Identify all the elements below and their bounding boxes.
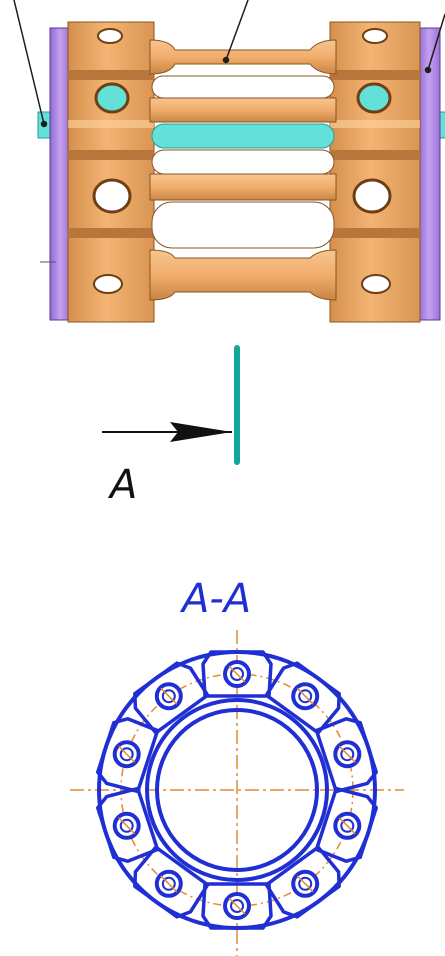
bolt-hole-hatch bbox=[228, 897, 246, 915]
bolt-hole-hatch bbox=[228, 665, 246, 683]
section-marker: A bbox=[102, 345, 240, 508]
bolt-hole-hatch bbox=[338, 745, 356, 763]
bolt-hole-hatch bbox=[160, 875, 178, 893]
bolt-hole-inner bbox=[340, 818, 355, 833]
isometric-part-view bbox=[13, 0, 445, 323]
bolt-hole-inner bbox=[161, 689, 176, 704]
bolt-hole-inner bbox=[119, 747, 134, 762]
bolt-hole-inner bbox=[298, 876, 313, 891]
leader-lines bbox=[13, 0, 445, 128]
bolt-hole-inner bbox=[230, 667, 244, 681]
bolt-hole-hatch bbox=[160, 687, 178, 705]
end-plate-left bbox=[49, 27, 71, 321]
block-holes bbox=[92, 28, 392, 294]
section-label: A-A bbox=[179, 576, 251, 622]
bolt-hole-hatch bbox=[338, 817, 356, 835]
view-arrow-head bbox=[170, 422, 232, 442]
bolt-hole-inner bbox=[340, 747, 355, 762]
slots bbox=[151, 75, 335, 249]
view-label: A bbox=[107, 462, 137, 508]
section-segments bbox=[95, 650, 379, 930]
section-view: A-A bbox=[70, 576, 404, 956]
bolt-hole-hatch bbox=[118, 817, 136, 835]
bolt-hole-hatch bbox=[118, 745, 136, 763]
block-column-left bbox=[67, 21, 155, 323]
bolt-hole-inner bbox=[161, 876, 176, 891]
block-column-right bbox=[329, 21, 421, 323]
bolt-hole-hatch bbox=[296, 687, 314, 705]
bolt-hole-inner bbox=[119, 818, 134, 833]
rib-bars bbox=[149, 39, 337, 301]
bolt-hole-inner bbox=[230, 899, 244, 913]
bolt-hole-inner bbox=[298, 689, 313, 704]
segment-block bbox=[133, 661, 210, 735]
bolt-hole-hatch bbox=[296, 875, 314, 893]
